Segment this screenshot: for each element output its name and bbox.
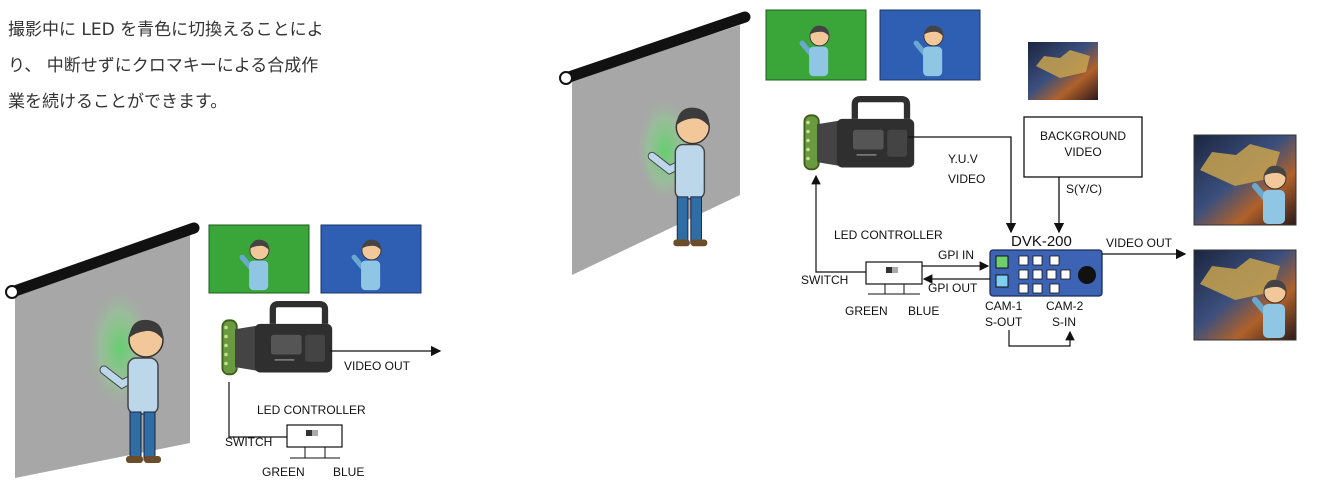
switch-label: SWITCH bbox=[801, 273, 848, 287]
blue-label: BLUE bbox=[333, 465, 364, 479]
blue-label: BLUE bbox=[908, 304, 939, 318]
composite-output-bottom bbox=[1194, 250, 1296, 340]
cam1-label: CAM-1 bbox=[985, 299, 1023, 313]
gpi-in-label: GPI IN bbox=[938, 248, 974, 262]
background-video-label-1: BACKGROUND bbox=[1040, 129, 1126, 143]
switch-to-led-arrow bbox=[816, 176, 866, 272]
gpi-out-label: GPI OUT bbox=[928, 281, 978, 295]
composite-output-top bbox=[1194, 135, 1296, 225]
video-out-label: VIDEO OUT bbox=[344, 359, 411, 373]
led-controller-label: LED CONTROLLER bbox=[257, 403, 366, 417]
right-diagram: BACKGROUND VIDEO Y.U.V VIDEO S(Y/C) DVK-… bbox=[560, 10, 1296, 346]
device-name: DVK-200 bbox=[1011, 233, 1072, 250]
led-controller-label: LED CONTROLLER bbox=[834, 228, 943, 242]
yuv-video-label-1: Y.U.V bbox=[948, 152, 978, 166]
switch-label: SWITCH bbox=[225, 435, 272, 449]
camera-icon bbox=[217, 304, 332, 379]
video-out-label: VIDEO OUT bbox=[1106, 236, 1173, 250]
left-diagram: VIDEO OUT LED CONTROLLER SWITCH GREEN BL… bbox=[6, 225, 440, 479]
s-out-label: S-OUT bbox=[985, 315, 1023, 329]
green-label: GREEN bbox=[262, 465, 305, 479]
s-out-to-s-in-loop bbox=[1009, 330, 1070, 346]
s-in-label: S-IN bbox=[1052, 315, 1076, 329]
s-yc-label: S(Y/C) bbox=[1066, 182, 1102, 196]
green-label: GREEN bbox=[845, 304, 888, 318]
cam2-label: CAM-2 bbox=[1046, 299, 1084, 313]
background-video-label-2: VIDEO bbox=[1064, 145, 1101, 159]
yuv-video-label-2: VIDEO bbox=[948, 172, 985, 186]
camera-icon bbox=[799, 99, 914, 174]
